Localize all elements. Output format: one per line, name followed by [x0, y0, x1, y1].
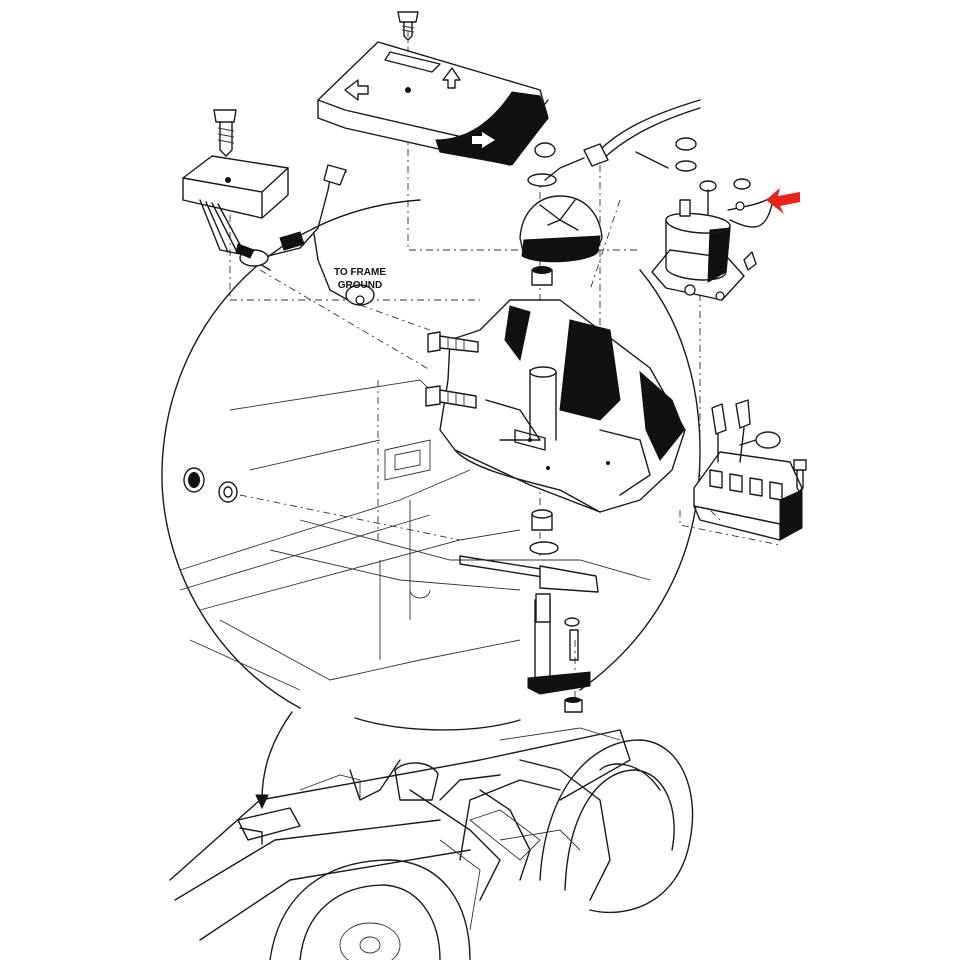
solenoid — [635, 137, 773, 301]
throttle-cable — [544, 99, 701, 181]
arrow-right-icon — [472, 132, 495, 148]
cover-screw — [397, 11, 419, 41]
pointer-arrow-icon — [766, 188, 800, 214]
label-to-frame: TO FRAME — [334, 267, 386, 278]
detail-leader-arrow — [255, 711, 293, 810]
nut-and-washer — [183, 467, 238, 503]
battery-box-cover — [317, 41, 549, 166]
label-ground: GROUND — [338, 280, 382, 291]
linkage-rod — [459, 509, 599, 713]
component-box — [439, 299, 686, 513]
arrow-up-icon — [442, 67, 461, 89]
mounting-bolts — [425, 331, 479, 409]
frame-rails — [179, 379, 651, 691]
gear-cam — [519, 142, 603, 286]
left-module — [182, 109, 375, 306]
terminal-block — [693, 399, 807, 541]
golf-cart-frame — [169, 727, 694, 960]
arrow-left-icon — [344, 79, 369, 101]
